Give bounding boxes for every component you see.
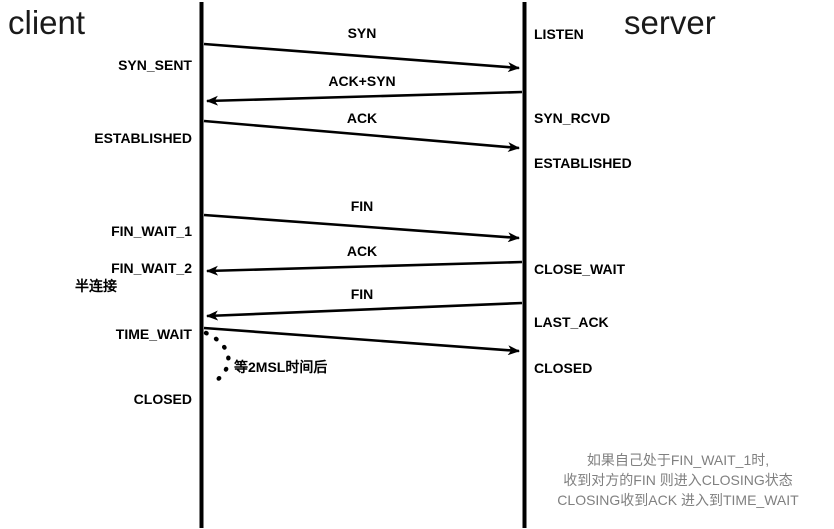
- server-state-close-wait: CLOSE_WAIT: [534, 261, 626, 277]
- client-state-fin-wait-1: FIN_WAIT_1: [111, 223, 192, 239]
- msl-wait-note: 等2MSL时间后: [234, 359, 328, 375]
- client-state-closed: CLOSED: [133, 391, 192, 407]
- message-label-fin-server: FIN: [350, 286, 374, 302]
- client-state-half-connection: 半连接: [75, 278, 117, 294]
- arrow-fin-client: [203, 213, 520, 243]
- server-state-closed: CLOSED: [534, 360, 593, 376]
- server-state-established: ESTABLISHED: [534, 155, 632, 171]
- client-state-syn-sent: SYN_SENT: [118, 57, 192, 73]
- arrow-ack-establish: [203, 119, 520, 153]
- message-label-ack: ACK: [346, 110, 378, 126]
- server-title: server: [624, 4, 716, 41]
- message-label-ack-syn: ACK+SYN: [328, 73, 396, 89]
- arrow-ack-syn: [206, 90, 523, 106]
- message-label-syn: SYN: [347, 25, 377, 41]
- arrow-fin-server: [206, 301, 523, 321]
- arrow-ack-final: [203, 326, 520, 356]
- client-title: client: [8, 4, 86, 41]
- closing-footnote-line-2: 收到对方的FIN 则进入CLOSING状态: [563, 472, 793, 488]
- arrow-ack-finwait: [206, 260, 523, 276]
- server-state-syn-rcvd: SYN_RCVD: [534, 110, 611, 126]
- msl-wait-dotted-curve: [203, 330, 231, 388]
- message-label-ack-finwait: ACK: [346, 243, 378, 259]
- server-state-listen: LISTEN: [534, 26, 584, 42]
- message-label-fin-client: FIN: [350, 198, 374, 214]
- closing-footnote: 如果自己处于FIN_WAIT_1时, 收到对方的FIN 则进入CLOSING状态…: [528, 450, 828, 510]
- client-state-fin-wait-2: FIN_WAIT_2: [111, 260, 192, 276]
- closing-footnote-line-3: CLOSING收到ACK 进入到TIME_WAIT: [557, 492, 799, 508]
- server-state-last-ack: LAST_ACK: [534, 314, 609, 330]
- arrow-syn: [203, 42, 520, 73]
- client-state-established: ESTABLISHED: [94, 130, 192, 146]
- client-state-time-wait: TIME_WAIT: [115, 326, 192, 342]
- closing-footnote-line-1: 如果自己处于FIN_WAIT_1时,: [586, 452, 770, 468]
